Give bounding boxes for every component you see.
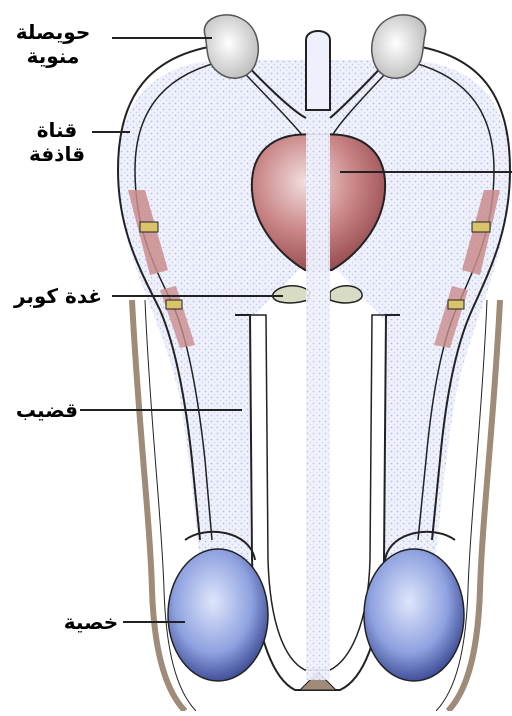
label-vas-deferens-line-1: قناة	[24, 118, 90, 142]
label-penis: قضيب	[20, 398, 78, 422]
label-seminal-vesicle-line-2: منوية	[6, 44, 100, 68]
label-cowper-gland: غدة كوبر	[6, 284, 110, 308]
label-seminal-vesicle: حويصلة منوية	[6, 20, 100, 68]
label-vas-deferens-line-2: قاذفة	[24, 142, 90, 166]
label-seminal-vesicle-line-1: حويصلة	[6, 20, 100, 44]
label-vas-deferens: قناة قاذفة	[24, 118, 90, 166]
label-testis: خصية	[60, 610, 122, 634]
